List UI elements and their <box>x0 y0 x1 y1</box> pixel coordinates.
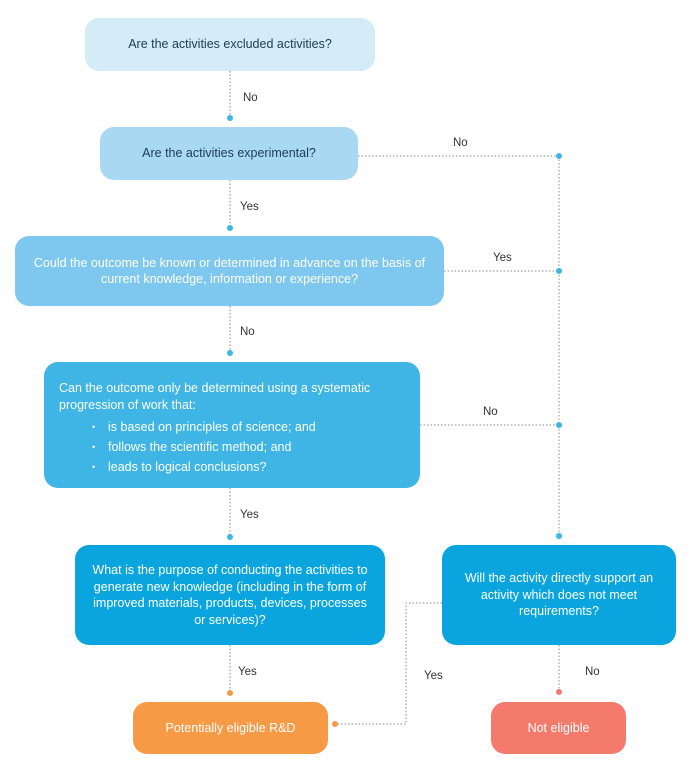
junction-dot-not-eligible <box>556 689 562 695</box>
edge-label-support-yes: Yes <box>424 670 443 682</box>
node-excluded: Are the activities excluded activities? <box>85 18 375 71</box>
node-eligible-text: Potentially eligible R&D <box>165 720 296 735</box>
node-support: Will the activity directly support an ac… <box>442 545 676 645</box>
node-experimental: Are the activities experimental? <box>100 127 358 180</box>
junction-dot <box>227 225 233 231</box>
node-not-eligible: Not eligible <box>491 702 626 754</box>
junction-dot <box>227 350 233 356</box>
edge-label-systematic-no: No <box>483 406 498 418</box>
junction-dot <box>556 422 562 428</box>
junction-dot <box>556 268 562 274</box>
edge-label-experimental-yes: Yes <box>240 201 259 213</box>
bullet-item: follows the scientific method; and <box>59 437 406 457</box>
junction-dot <box>556 533 562 539</box>
edge-label-experimental-no: No <box>453 137 468 149</box>
node-not-eligible-text: Not eligible <box>527 720 590 735</box>
node-systematic-question: Can the outcome only be determined using… <box>59 381 371 412</box>
node-known-in-advance-text: Could the outcome be known or determined… <box>33 255 426 287</box>
edge-label-known-yes: Yes <box>493 252 512 264</box>
junction-dot-eligible <box>332 721 338 727</box>
edge-label-support-no: No <box>585 666 600 678</box>
junction-dot <box>227 115 233 121</box>
junction-dot <box>556 153 562 159</box>
node-excluded-text: Are the activities excluded activities? <box>128 37 332 52</box>
junction-dot-eligible <box>227 690 233 696</box>
edge-label-known-no: No <box>240 326 255 338</box>
edge-support-yes-to-eligible <box>335 602 442 725</box>
bullet-item: leads to logical conclusions? <box>59 457 406 477</box>
junction-dot <box>227 534 233 540</box>
node-systematic: Can the outcome only be determined using… <box>44 362 420 488</box>
node-support-text: Will the activity directly support an ac… <box>464 571 654 619</box>
node-experimental-text: Are the activities experimental? <box>142 146 316 161</box>
bullet-item: is based on principles of science; and <box>59 417 406 437</box>
node-purpose-text: What is the purpose of conducting the ac… <box>92 563 368 627</box>
node-eligible: Potentially eligible R&D <box>133 702 328 754</box>
node-systematic-bullets: is based on principles of science; and f… <box>59 417 406 477</box>
edge-label-systematic-yes: Yes <box>240 509 259 521</box>
node-known-in-advance: Could the outcome be known or determined… <box>15 236 444 306</box>
node-purpose: What is the purpose of conducting the ac… <box>75 545 385 645</box>
edge-label-excluded-no: No <box>243 92 258 104</box>
edge-label-purpose-yes: Yes <box>238 666 257 678</box>
